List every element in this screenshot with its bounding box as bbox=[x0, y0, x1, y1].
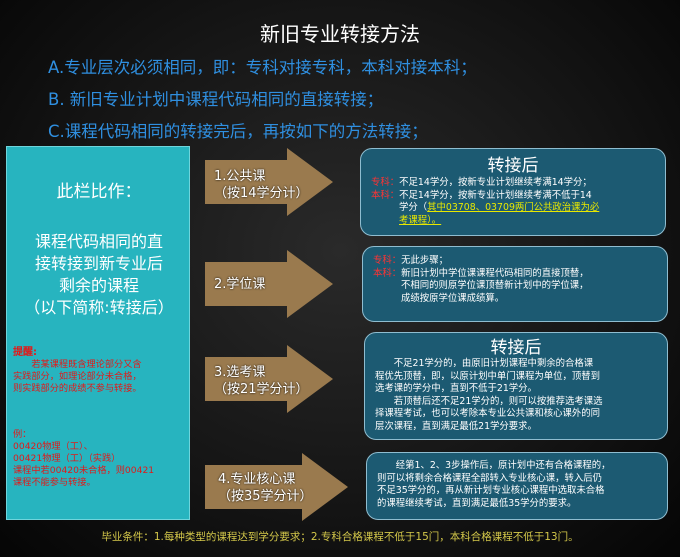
required-courses-note: 其中03708、03709两门公共政治课为必 bbox=[427, 202, 600, 213]
reminder-note: 提醒: 若某课程既含理论部分又含 实践部分，如理论部分未合格， 则实践部分的成绩… bbox=[13, 347, 189, 395]
arrow-core bbox=[205, 453, 348, 521]
reminder-line: 实践部分，如理论部分未合格， bbox=[13, 371, 142, 382]
arrow-elective bbox=[205, 345, 333, 413]
rule-a: A.专业层次必须相同，即：专科对接专科，本科对接本科； bbox=[48, 58, 477, 77]
left-panel: 此栏比作： 课程代码相同的直 接转接到新专业后 剩余的课程 （以下简称:转接后）… bbox=[6, 146, 190, 520]
arrow-degree-label: 2.学位课 bbox=[214, 277, 266, 292]
box-elective-title: 转接后 bbox=[490, 338, 542, 358]
left-panel-line: 剩余的课程 bbox=[58, 276, 139, 295]
arrow-public bbox=[205, 148, 333, 216]
arrow-public-label: 1.公共课 （按14学分计） bbox=[214, 169, 309, 201]
left-panel-body: 课程代码相同的直 接转接到新专业后 剩余的课程 （以下简称:转接后） bbox=[13, 231, 185, 319]
left-panel-line: （以下简称:转接后） bbox=[24, 298, 174, 317]
rule-c: C.课程代码相同的转接完后，再按如下的方法转接； bbox=[48, 122, 428, 141]
box-public-title: 转接后 bbox=[487, 156, 539, 176]
label-benke: 本科： bbox=[373, 267, 402, 279]
left-panel-line: 课程代码相同的直 bbox=[34, 232, 163, 251]
arrow-elective-label: 3.选考课 （按21学分计） bbox=[214, 365, 309, 397]
reminder-heading: 提醒: bbox=[13, 347, 37, 358]
left-panel-line: 接转接到新专业后 bbox=[34, 254, 163, 273]
graduation-conditions: 毕业条件：1.每种类型的课程达到学分要求；2.专科合格课程不低于15门，本科合格… bbox=[101, 531, 579, 543]
example-line: 00421物理（工）（实践） bbox=[13, 453, 121, 464]
page-title: 新旧专业转接方法 bbox=[260, 22, 420, 46]
label-zhuanke: 专科： bbox=[373, 255, 402, 266]
example-line: 课程中若00420未合格，则00421 bbox=[13, 465, 155, 476]
reminder-line: 则实践部分的成绩不参与转接。 bbox=[13, 383, 142, 394]
label-zhuanke: 专科： bbox=[371, 177, 400, 188]
example-note: 例： 00420物理（工）、 00421物理（工）（实践） 课程中若00420未… bbox=[13, 429, 189, 489]
arrow-degree bbox=[205, 250, 333, 318]
box-public: 转接后 专科：不足14学分，按新专业计划继续考满14学分； 本科：不足14学分，… bbox=[360, 148, 666, 236]
rule-b: B. 新旧专业计划中课程代码相同的直接转接； bbox=[48, 90, 384, 109]
reminder-line: 若某课程既含理论部分又含 bbox=[13, 359, 142, 370]
box-core: 经第1、2、3步操作后，原计划中还有合格课程的， 则可以将剩余合格课程全部转入专… bbox=[366, 452, 668, 520]
box-elective: 转接后 不足21学分的，由原旧计划课程中剩余的合格课 程优先顶替，即，以原计划中… bbox=[364, 332, 668, 440]
label-benke: 本科： bbox=[371, 189, 400, 201]
left-panel-heading: 此栏比作： bbox=[56, 182, 142, 202]
example-line: 00420物理（工）、 bbox=[13, 441, 93, 452]
example-line: 例： bbox=[13, 429, 32, 440]
example-line: 课程不能参与转接。 bbox=[13, 477, 96, 488]
arrow-core-label: 4.专业核心课 （按35学分计） bbox=[218, 472, 313, 504]
box-degree: 专科：无此步骤； 本科：新旧计划中学位课课程代码相同的直接顶替， 不相同的则原学… bbox=[362, 246, 668, 322]
